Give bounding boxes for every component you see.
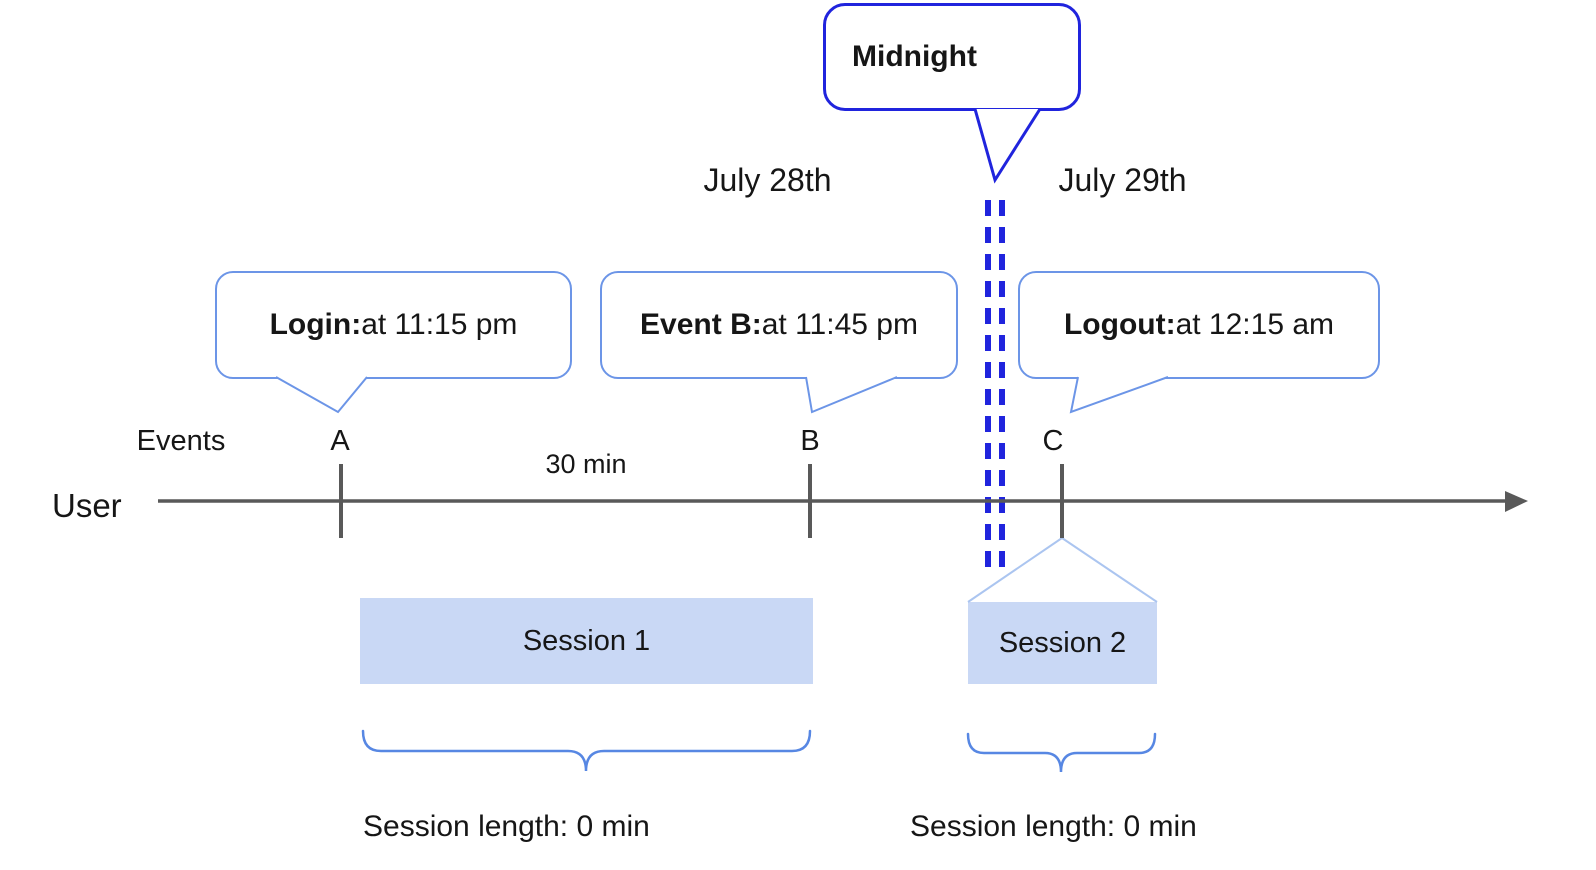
user-axis-label: User <box>52 487 122 524</box>
midnight-label: Midnight <box>852 40 977 73</box>
session-1-length-label: Session length: 0 min <box>363 810 650 843</box>
session-2-label: Session 2 <box>998 626 1127 659</box>
midnight-callout-bubble: Midnight <box>823 3 1081 111</box>
login-label-bold: Login: <box>269 308 362 341</box>
session-2-bar: Session 2 <box>968 602 1157 684</box>
event-marker-label-c: C <box>1042 425 1064 457</box>
session-1-brace <box>361 729 812 772</box>
logout-label-bold: Logout: <box>1063 308 1176 341</box>
event-b-callout-bubble: Event B: at 11:45 pm <box>600 271 958 379</box>
events-axis-label: Events <box>136 425 226 457</box>
event-marker-label-b: B <box>800 425 820 457</box>
event-b-bubble-tail <box>805 376 898 414</box>
event-marker-label-a: A <box>330 425 350 457</box>
session-2-brace <box>966 732 1157 773</box>
user-timeline-axis <box>158 491 1528 512</box>
logout-callout-bubble: Logout: at 12:15 am <box>1018 271 1380 379</box>
event-b-label-bold: Event B: <box>640 308 762 341</box>
logout-bubble-tail <box>1069 376 1169 414</box>
event-b-label-time: at 11:45 pm <box>761 308 918 341</box>
timeline-arrowhead-icon <box>1505 491 1528 512</box>
logout-label-time: at 12:15 am <box>1175 308 1335 341</box>
login-bubble-tail <box>275 376 368 414</box>
session-2-projection-lines <box>967 537 1158 603</box>
date-label-july-29: July 29th <box>1058 162 1187 198</box>
session-1-label: Session 1 <box>522 624 651 657</box>
date-label-july-28: July 28th <box>703 162 832 198</box>
session-1-bar: Session 1 <box>360 598 813 684</box>
session-2-length-label: Session length: 0 min <box>910 810 1197 843</box>
login-label-time: at 11:15 pm <box>361 308 518 341</box>
midnight-bubble-tail <box>973 108 1042 184</box>
interval-30min-label: 30 min <box>545 449 627 479</box>
login-callout-bubble: Login: at 11:15 pm <box>215 271 572 379</box>
session-length-braces <box>361 729 1157 773</box>
event-tick-marks <box>339 464 1064 538</box>
midnight-divider-dashed-lines <box>985 200 1005 578</box>
